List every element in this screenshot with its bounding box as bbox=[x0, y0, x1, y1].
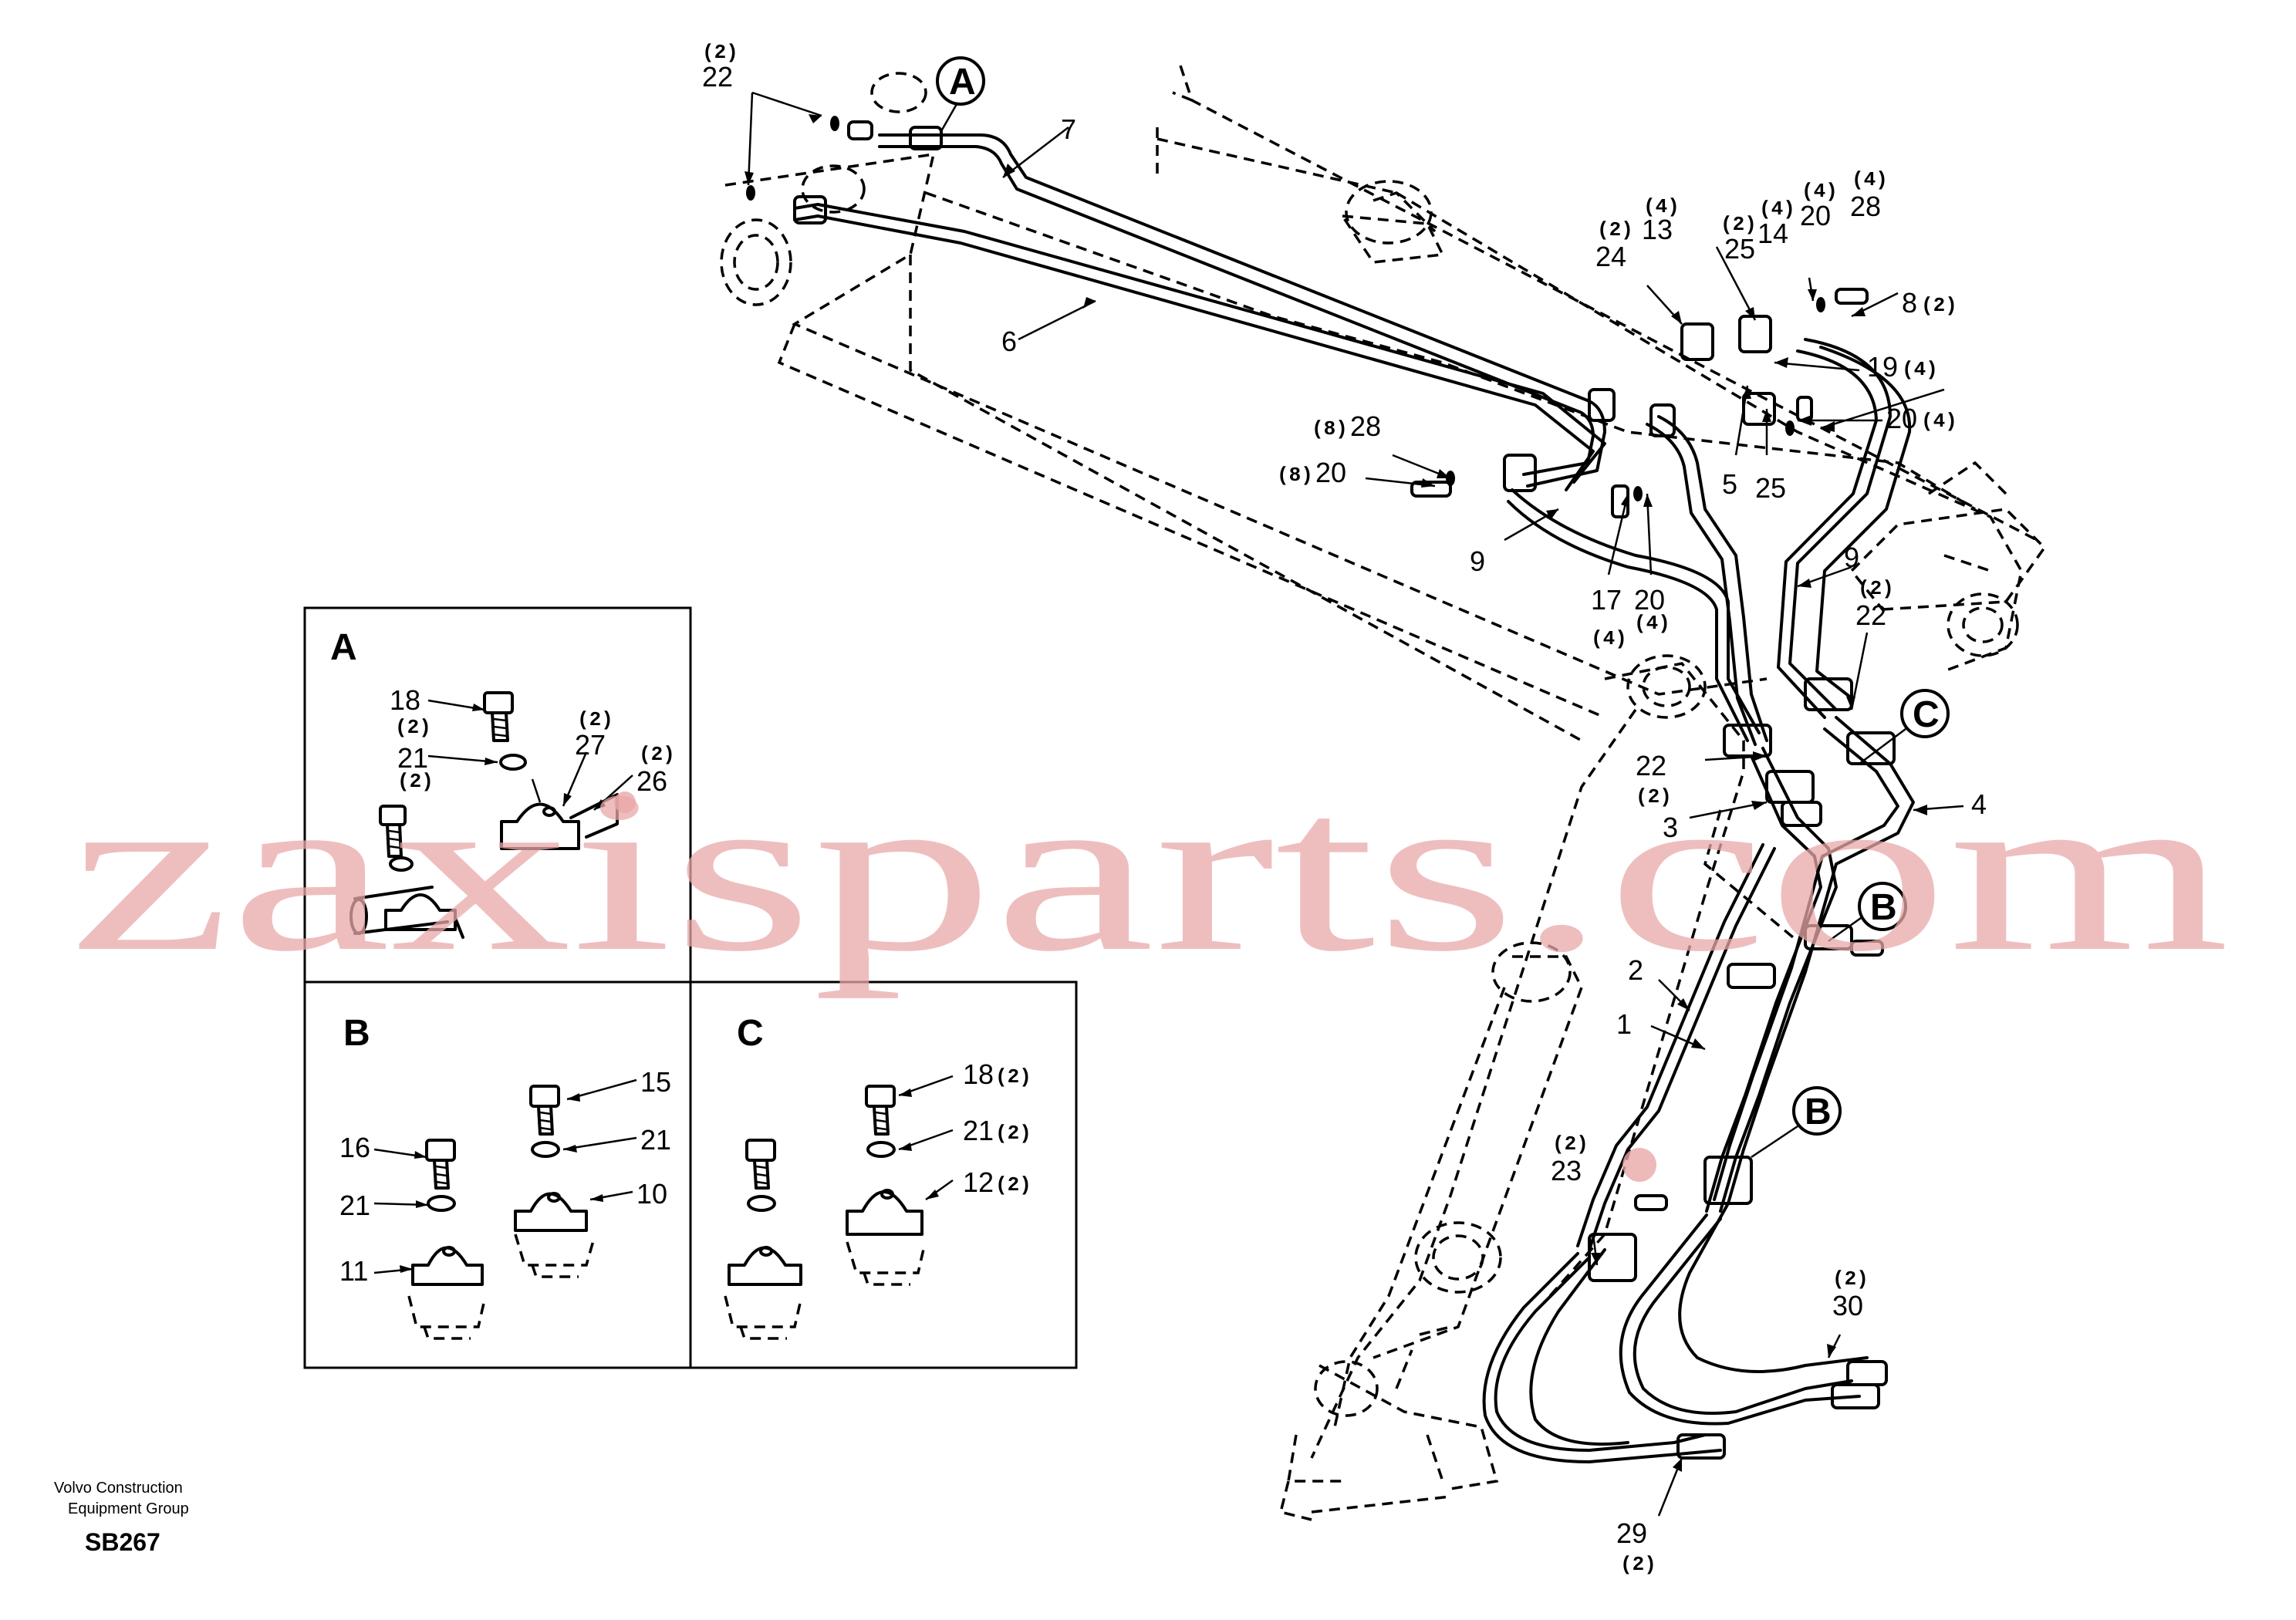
part-label-num: 24 bbox=[1595, 241, 1626, 272]
part-label-num: 11 bbox=[339, 1255, 368, 1287]
callout-c-marker bbox=[1900, 689, 1950, 738]
callout-c-label: C bbox=[1913, 694, 1940, 735]
part-label-num: 17 bbox=[1591, 584, 1622, 616]
part-label-num: 5 bbox=[1722, 468, 1737, 500]
part-label-qty: (2) bbox=[995, 1122, 1032, 1145]
part-label-num: 13 bbox=[1642, 214, 1673, 245]
part-label-num: 19 bbox=[1867, 351, 1898, 383]
part-label-num: 22 bbox=[1855, 599, 1886, 631]
part-label-num: 3 bbox=[1663, 812, 1678, 843]
part-label-num: 20 bbox=[1800, 200, 1831, 231]
part-label-qty: (2) bbox=[577, 708, 613, 731]
part-label-num: 8 bbox=[1902, 287, 1917, 319]
part-label-qty: (2) bbox=[1921, 294, 1957, 317]
part-label-num: 21 bbox=[640, 1124, 671, 1156]
detail-box-c-title: C bbox=[737, 1013, 764, 1054]
part-label-qty: (4) bbox=[1852, 168, 1888, 191]
part-label-num: 30 bbox=[1832, 1290, 1863, 1321]
part-label-num: 23 bbox=[1551, 1155, 1582, 1186]
part-label-qty: (4) bbox=[1634, 612, 1670, 635]
part-label-num: 10 bbox=[636, 1178, 667, 1210]
detail-box-a-title: A bbox=[330, 627, 357, 668]
part-label-num: 9 bbox=[1470, 545, 1485, 577]
part-label-qty: (8) bbox=[1277, 464, 1313, 487]
part-label-num: 20 bbox=[1634, 584, 1665, 616]
part-label-qty: (4) bbox=[1801, 180, 1838, 203]
part-label-qty: (8) bbox=[1312, 417, 1348, 440]
part-label-num: 25 bbox=[1724, 233, 1755, 265]
part-label-qty: (2) bbox=[1620, 1553, 1656, 1576]
machine-outline bbox=[724, 65, 2047, 1521]
callout-a-label: A bbox=[949, 62, 976, 103]
callout-b-label: B bbox=[1870, 887, 1897, 928]
footer-drawing-code: SB267 bbox=[85, 1528, 160, 1556]
part-label-qty: (4) bbox=[1902, 358, 1938, 381]
part-label-num: 2 bbox=[1628, 954, 1643, 986]
part-label-num: 26 bbox=[636, 765, 667, 797]
part-label-num: 22 bbox=[1636, 750, 1666, 781]
part-label-num: 28 bbox=[1350, 410, 1381, 442]
part-label-num: 15 bbox=[640, 1066, 671, 1098]
part-label-num: 22 bbox=[702, 61, 733, 93]
part-label-num: 21 bbox=[397, 742, 428, 774]
callout-b2-label: B bbox=[1805, 1092, 1832, 1132]
part-label-qty: (4) bbox=[1591, 627, 1627, 650]
watermark: zaxisparts.com bbox=[69, 743, 2230, 1182]
part-label-num: 27 bbox=[575, 729, 606, 761]
callout-b2-marker bbox=[1792, 1086, 1842, 1136]
part-label-qty: (2) bbox=[639, 743, 675, 766]
pin-bosses bbox=[720, 72, 2019, 1417]
part-label-num: 6 bbox=[1001, 326, 1017, 357]
part-label-qty: (4) bbox=[1921, 410, 1957, 433]
part-labels: (2) 22 7 6 (2) 24 (4) 13 (2) 25 (4) 14 (… bbox=[702, 41, 1987, 1576]
footer: Volvo Construction Equipment Group SB267 bbox=[54, 1480, 189, 1556]
part-label-qty: (2) bbox=[1552, 1132, 1589, 1156]
footer-company-line1: Volvo Construction bbox=[54, 1480, 183, 1497]
part-label-num: 18 bbox=[963, 1058, 994, 1090]
detail-box-c: C 18 (2) 21 (2) 12 (2) bbox=[689, 980, 1078, 1369]
part-label-qty: (2) bbox=[1720, 213, 1757, 236]
part-label-qty: (2) bbox=[395, 716, 431, 739]
part-label-num: 16 bbox=[339, 1132, 370, 1163]
part-label-num: 9 bbox=[1844, 542, 1859, 573]
part-label-num: 21 bbox=[963, 1115, 994, 1146]
footer-company-line2: Equipment Group bbox=[68, 1500, 189, 1517]
part-label-num: 20 bbox=[1315, 457, 1346, 488]
callout-b-marker bbox=[1858, 882, 1907, 931]
part-label-qty: (2) bbox=[995, 1065, 1032, 1088]
part-label-num: 12 bbox=[963, 1166, 994, 1198]
part-label-qty: (2) bbox=[1636, 785, 1672, 808]
part-label-qty: (2) bbox=[1832, 1267, 1869, 1291]
part-label-num: 21 bbox=[339, 1190, 370, 1221]
part-label-qty: (4) bbox=[1643, 195, 1680, 218]
part-label-qty: (4) bbox=[1759, 197, 1795, 221]
part-label-num: 18 bbox=[390, 684, 420, 716]
watermark-text: zaxisparts.com bbox=[69, 743, 2230, 1000]
part-label-qty: (2) bbox=[1858, 577, 1894, 600]
callout-markers: A C B B bbox=[936, 56, 1950, 1159]
detail-box-b: B 15 21 10 16 21 11 bbox=[303, 980, 692, 1369]
part-label-qty: (2) bbox=[995, 1173, 1032, 1196]
part-label-qty: (2) bbox=[1597, 218, 1633, 241]
part-label-num: 4 bbox=[1971, 788, 1987, 820]
leader-lines bbox=[745, 91, 1964, 1517]
part-label-num: 7 bbox=[1061, 113, 1076, 145]
part-label-num: 29 bbox=[1616, 1517, 1647, 1549]
part-label-num: 14 bbox=[1757, 218, 1788, 249]
callout-a-marker bbox=[936, 56, 985, 106]
detail-box-b-title: B bbox=[343, 1013, 370, 1054]
part-label-num: 28 bbox=[1850, 191, 1881, 222]
part-label-qty: (2) bbox=[702, 41, 738, 64]
part-label-num: 25 bbox=[1755, 472, 1786, 504]
hydraulic-pipes bbox=[793, 133, 1915, 1463]
part-label-num: 1 bbox=[1616, 1008, 1632, 1040]
part-label-qty: (2) bbox=[397, 770, 434, 793]
part-label-num: 20 bbox=[1886, 403, 1917, 434]
